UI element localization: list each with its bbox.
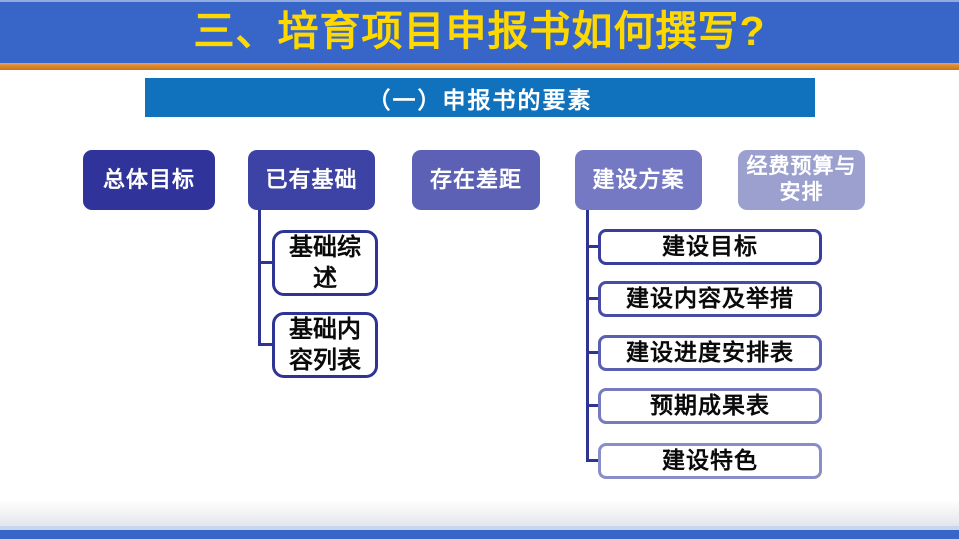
category-box-overall-goal: 总体目标 [83,150,215,210]
connector-stub-plan-1 [586,245,601,248]
connector-vline-foundation [258,210,261,346]
connector-stub-plan-4 [586,404,601,407]
tree-node-expected-results-table: 预期成果表 [598,388,822,424]
connector-stub-plan-3 [586,351,601,354]
tree-node-foundation-summary: 基础综述 [272,230,378,296]
title-bar: 三、培育项目申报书如何撰写? [0,0,959,63]
tree-node-construction-features: 建设特色 [598,443,822,479]
section-banner: （一）申报书的要素 [145,78,815,117]
tree-node-construction-schedule-table: 建设进度安排表 [598,335,822,371]
category-box-existing-gap: 存在差距 [412,150,540,210]
tree-node-construction-goal: 建设目标 [598,229,822,265]
connector-stub-plan-5 [586,459,601,462]
footer-accent-line [0,526,959,530]
tree-node-construction-content-measures: 建设内容及举措 [598,281,822,317]
section-banner-label: （一）申报书的要素 [367,86,593,113]
connector-stub-foundation-2 [258,343,275,346]
category-box-existing-foundation: 已有基础 [248,150,375,210]
connector-vline-plan [586,210,589,461]
category-box-budget-arrangement: 经费预算与安排 [738,150,865,210]
footer-bar [0,530,959,539]
category-box-construction-plan: 建设方案 [575,150,702,210]
connector-stub-plan-2 [586,297,601,300]
connector-stub-foundation-1 [258,261,275,264]
orange-divider [0,63,959,70]
slide-title: 三、培育项目申报书如何撰写? [193,8,766,54]
title-bar-highlight [0,0,959,2]
tree-node-foundation-content-list: 基础内容列表 [272,312,378,378]
footer-fade [0,500,959,526]
